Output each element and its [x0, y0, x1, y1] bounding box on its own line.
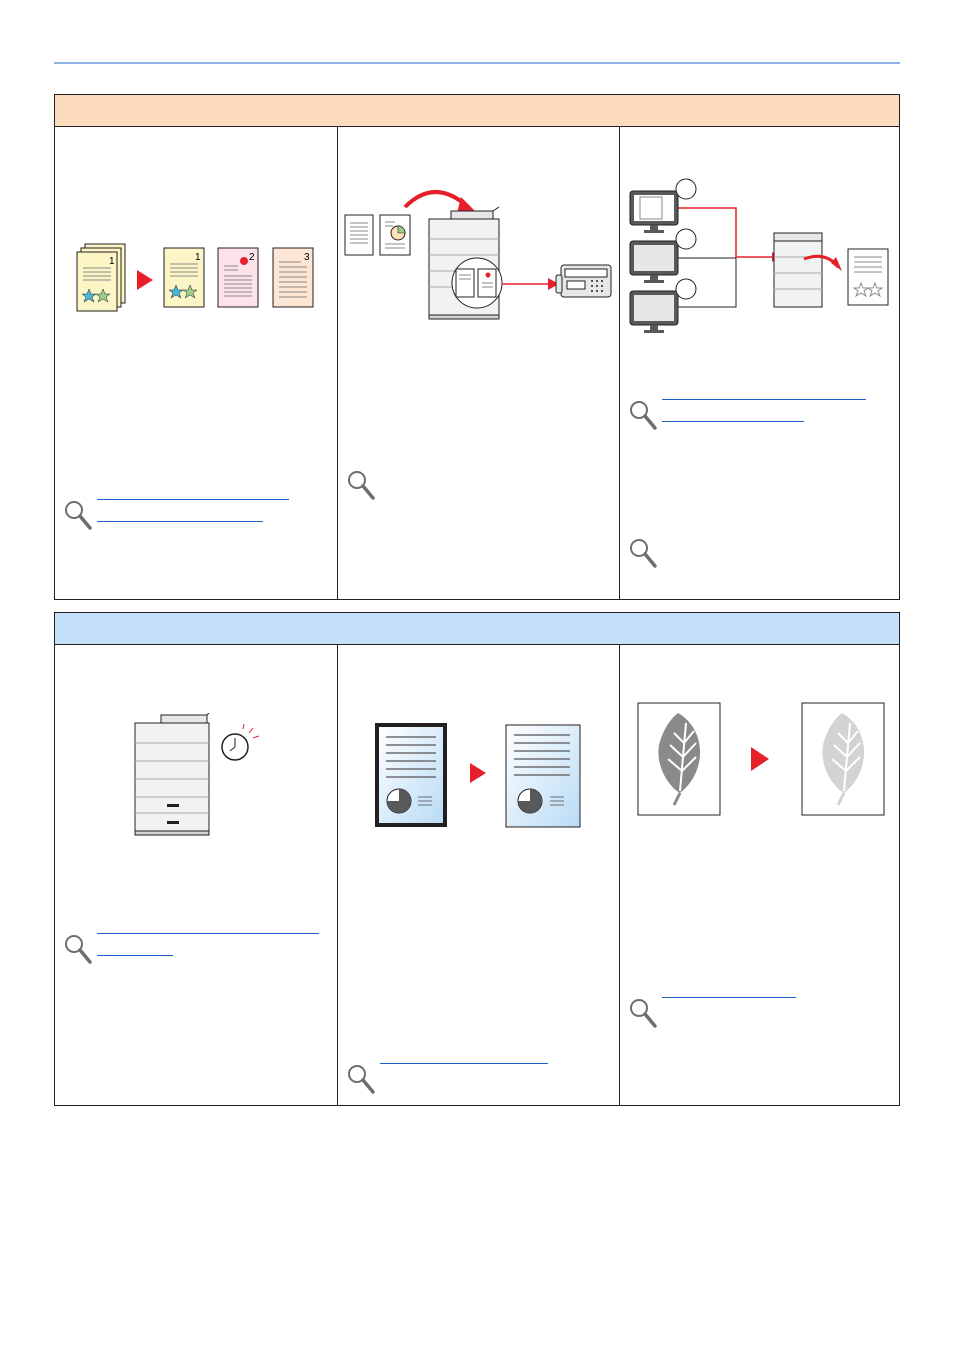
link-underline [662, 399, 866, 443]
magnifier-icon [65, 935, 92, 964]
computer-3 [629, 278, 697, 333]
magnifier-icon [348, 471, 375, 500]
magnifier-icon [630, 999, 657, 1028]
link-underline [97, 933, 319, 977]
cell-network-print [620, 127, 901, 599]
header-rule [54, 62, 900, 64]
reference-link[interactable] [63, 933, 319, 970]
cell-document-split: 1 1 2 3 [55, 127, 338, 599]
link-underline [662, 997, 796, 1019]
page-number: 3 [304, 252, 310, 263]
reference-link[interactable] [628, 537, 658, 574]
magnifier-icon [630, 401, 657, 430]
reference-link[interactable] [628, 997, 796, 1034]
page-number: 1 [109, 256, 115, 267]
page-number: 1 [195, 252, 201, 263]
link-underline [97, 499, 289, 543]
magnifier-icon [348, 1065, 375, 1094]
background-removal-illustration [375, 723, 581, 828]
network-print-illustration [629, 178, 889, 333]
section-upper: 1 1 2 3 [54, 94, 900, 600]
scheduled-power-illustration [134, 713, 260, 836]
reference-link[interactable] [346, 1063, 548, 1100]
cell-toner-save [620, 645, 901, 1105]
computer-1 [629, 178, 697, 233]
section-band [55, 613, 899, 645]
document-split-illustration: 1 1 2 3 [76, 243, 314, 312]
magnifier-icon [630, 539, 657, 568]
toner-save-illustration [637, 702, 885, 816]
link-underline [380, 1063, 548, 1085]
page-number: 2 [249, 252, 255, 263]
fax-send-illustration [344, 190, 612, 320]
computer-2 [629, 228, 697, 283]
cell-scheduled-power [55, 645, 338, 1105]
cell-background-removal [338, 645, 620, 1105]
reference-link[interactable] [346, 469, 376, 506]
cell-fax-send [338, 127, 620, 599]
section-band [55, 95, 899, 127]
reference-link[interactable] [628, 399, 866, 436]
reference-link[interactable] [63, 499, 289, 536]
magnifier-icon [65, 501, 92, 530]
section-lower [54, 612, 900, 1106]
